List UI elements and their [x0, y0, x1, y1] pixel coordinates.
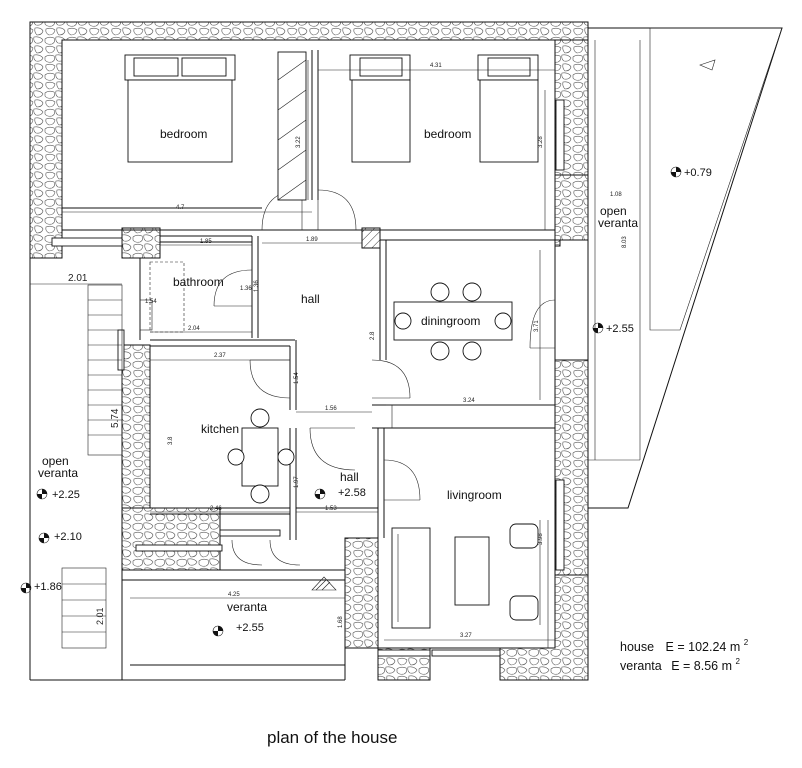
dim-living-side: 3.98 [538, 533, 544, 545]
dim-dining-side-2: 2.8 [370, 331, 376, 340]
dim-hall-top: 1.89 [306, 237, 318, 243]
dimension-lines [30, 60, 555, 648]
dim-kitchen-bottom: 2.46 [210, 506, 222, 512]
level-left-3: +1.86 [34, 581, 62, 593]
open-veranta-right-line-1: open [600, 204, 627, 218]
dim-stair-width: 2.01 [68, 273, 88, 284]
level-left-2: +2.10 [54, 531, 82, 543]
level-marker-veranta: +2.55 [212, 622, 264, 637]
dim-bath-right-2: 1.36 [254, 280, 260, 292]
dim-veranta-height: 1.68 [338, 616, 344, 628]
hall-2-label: hall [340, 470, 359, 484]
area-house-sup: 2 [744, 638, 749, 647]
dim-bed1-width: 4.7 [176, 205, 185, 211]
dim-bath-right: 1.36 [240, 286, 252, 292]
level-marker-right-mid: +2.55 [592, 322, 634, 335]
level-marker-left-2: +2.10 [38, 531, 82, 544]
open-veranta-right-label: open veranta [598, 204, 638, 230]
dim-bed2-width: 4.31 [430, 63, 442, 69]
open-veranta-left-label: open veranta [38, 454, 78, 480]
dim-bath-left: 1.54 [145, 299, 157, 305]
level-marker-left-3: +1.86 [20, 581, 62, 594]
bathroom-label: bathroom [173, 275, 224, 289]
dim-dining-width: 3.24 [463, 398, 475, 404]
dim-dining-side: 3.71 [534, 320, 540, 332]
kitchen-label: kitchen [201, 422, 239, 436]
diningroom-label: diningroom [421, 314, 480, 328]
stairs [61, 284, 337, 649]
bedroom-2-label: bedroom [424, 127, 471, 141]
level-veranta: +2.55 [236, 622, 264, 634]
dim-hall2-bottom: 1.53 [325, 506, 337, 512]
dim-kitchen-top: 2.37 [214, 353, 226, 359]
level-left-1: +2.25 [52, 489, 80, 501]
veranta-label: veranta [227, 600, 267, 614]
dim-bath-bottom: 2.04 [188, 326, 200, 332]
stone-walls [29, 21, 589, 681]
dim-hall-side: 1.54 [294, 372, 300, 384]
walls [29, 39, 556, 681]
wardrobe [277, 51, 307, 201]
dim-stair-length: 5.74 [110, 408, 121, 428]
open-veranta-left-line-2: veranta [38, 466, 78, 480]
dim-kitchen-side: 3.8 [168, 436, 174, 445]
level-right-mid: +2.55 [606, 323, 634, 335]
plan-caption: plan of the house [267, 728, 397, 747]
area-veranta-label: veranta [620, 659, 662, 673]
dim-hall-mid: 1.56 [325, 406, 337, 412]
dim-living-bottom: 3.27 [460, 633, 472, 639]
column [361, 227, 381, 249]
level-hall: +2.58 [338, 487, 366, 499]
dim-bed2-height: 3.28 [538, 136, 544, 148]
area-veranta: veranta E = 8.56 m 2 [620, 657, 740, 673]
bathroom-fixtures [139, 261, 185, 333]
open-veranta-left-line-1: open [42, 454, 69, 468]
livingroom-label: livingroom [447, 488, 502, 502]
hall-label: hall [301, 292, 320, 306]
living-furniture [391, 520, 541, 629]
dim-bottom-stair: 2.01 [95, 607, 105, 625]
dim-hall2-side: 1.97 [294, 476, 300, 488]
windows [51, 99, 565, 657]
level-right-top: +0.79 [684, 167, 712, 179]
area-house: house E = 102.24 m 2 [620, 638, 749, 654]
area-house-label: house [620, 640, 654, 654]
level-marker-right-top: +0.79 [670, 166, 712, 179]
open-veranta-right-line-2: veranta [598, 216, 638, 230]
dim-bed1-height: 3.22 [296, 136, 302, 148]
area-house-value: E = 102.24 m [666, 640, 741, 654]
area-veranta-sup: 2 [735, 657, 740, 666]
dim-right-veranta-height: 8.03 [622, 236, 628, 248]
kitchen-table [227, 408, 295, 504]
level-marker-left-1: +2.25 [36, 488, 80, 501]
right-veranta [587, 27, 783, 509]
bed-1 [124, 54, 236, 163]
level-marker-hall: +2.58 [314, 487, 366, 500]
dining-table [393, 282, 513, 361]
dim-veranta-width: 4.25 [228, 592, 240, 598]
bed-2 [349, 54, 539, 163]
bedroom-1-label: bedroom [160, 127, 207, 141]
dim-right-veranta-width: 1.08 [610, 192, 622, 198]
area-veranta-value: E = 8.56 m [671, 659, 732, 673]
dim-bath-top: 1.85 [200, 239, 212, 245]
